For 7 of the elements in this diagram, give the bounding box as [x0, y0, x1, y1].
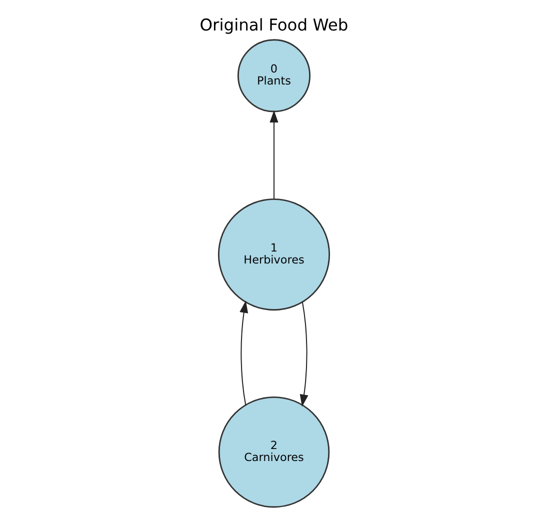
- node-circle: 0 Plants: [236, 39, 310, 112]
- node-circle: 2 Carnivores: [218, 396, 330, 508]
- arrow: [239, 300, 248, 406]
- arrow: [299, 302, 308, 407]
- diagram-title: Original Food Web: [199, 15, 348, 34]
- arrow: [269, 110, 278, 200]
- node-circle: 1 Herbivores: [217, 198, 330, 311]
